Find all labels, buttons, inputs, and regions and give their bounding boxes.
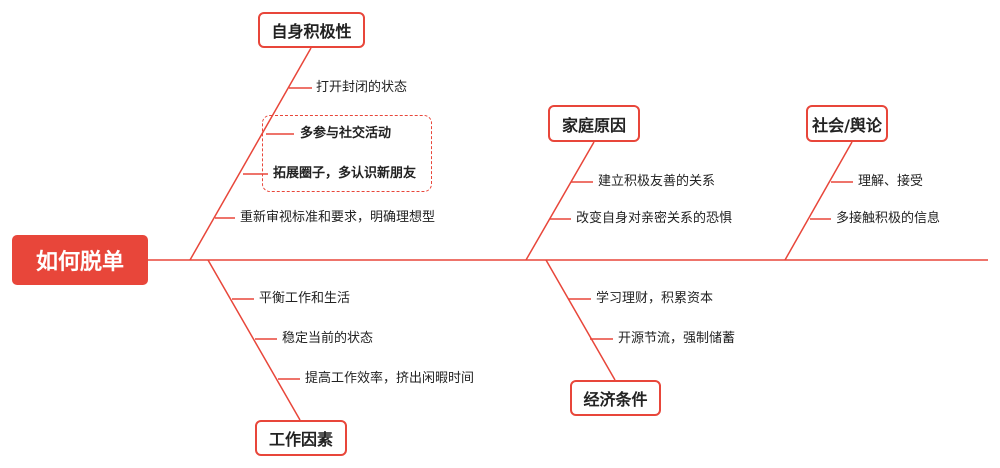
item[interactable]: 稳定当前的状态 [282, 331, 374, 346]
item[interactable]: 多接触积极的信息 [836, 211, 941, 226]
selection-box [262, 115, 432, 192]
item[interactable]: 平衡工作和生活 [259, 291, 351, 306]
category-self[interactable]: 自身积极性 [258, 12, 365, 48]
item[interactable]: 改变自身对亲密关系的恐惧 [576, 211, 733, 226]
bone-c5 [545, 259, 616, 381]
item[interactable]: 提高工作效率，挤出闲暇时间 [305, 371, 475, 386]
item[interactable]: 理解、接受 [858, 174, 924, 189]
root-node[interactable]: 如何脱单 [12, 235, 148, 285]
bone-c3 [784, 141, 853, 261]
category-work[interactable]: 工作因素 [255, 420, 347, 456]
bone-c2 [525, 141, 595, 261]
category-society[interactable]: 社会/舆论 [806, 105, 888, 142]
item[interactable]: 建立积极友善的关系 [598, 174, 716, 189]
item[interactable]: 打开封闭的状态 [316, 80, 408, 95]
category-family[interactable]: 家庭原因 [548, 105, 640, 142]
item[interactable]: 学习理财，积累资本 [596, 291, 714, 306]
item[interactable]: 重新审视标准和要求，明确理想型 [240, 210, 436, 225]
category-economy[interactable]: 经济条件 [570, 380, 661, 416]
item[interactable]: 多参与社交活动 [300, 126, 392, 141]
bone-c4 [207, 259, 301, 421]
bone-c1 [189, 47, 312, 261]
item[interactable]: 拓展圈子，多认识新朋友 [273, 166, 417, 181]
item[interactable]: 开源节流，强制储蓄 [618, 331, 736, 346]
